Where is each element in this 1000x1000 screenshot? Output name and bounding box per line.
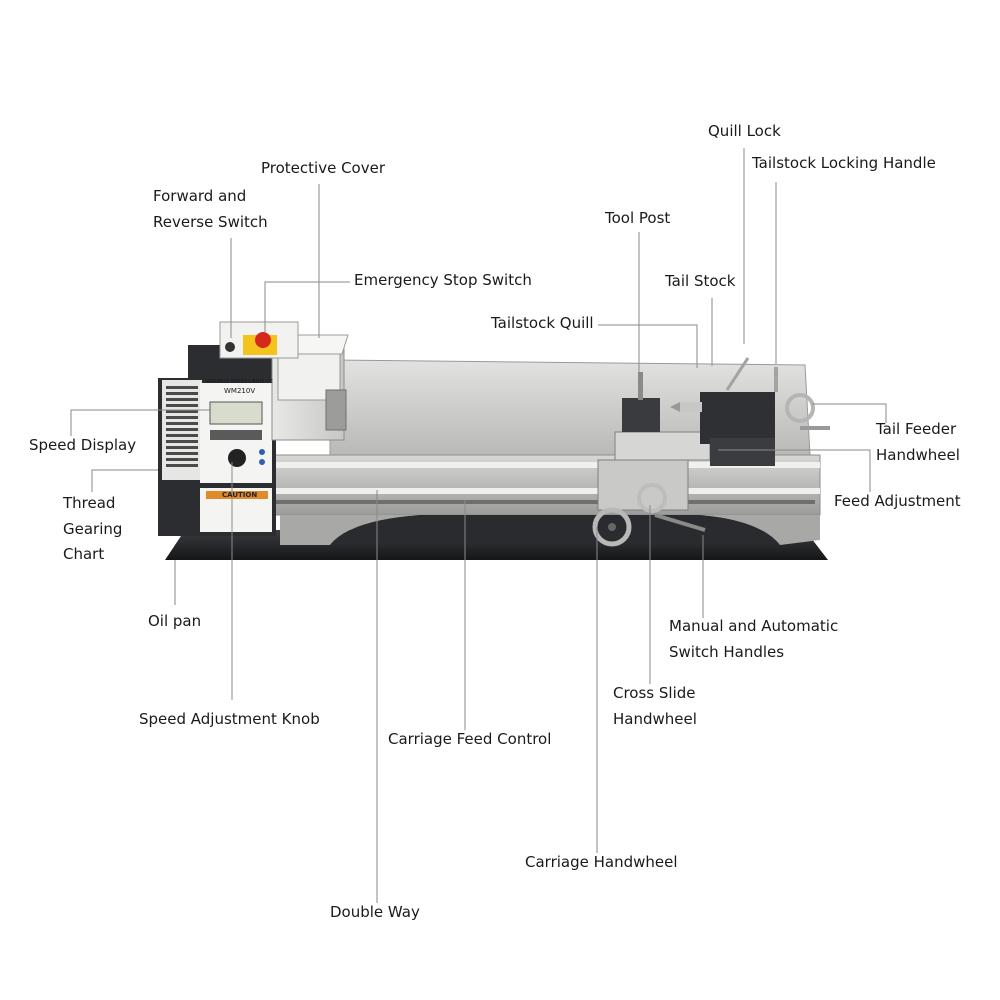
label-quill-lock: Quill Lock xyxy=(708,122,781,140)
label-speed-adjustment-knob: Speed Adjustment Knob xyxy=(139,710,320,728)
label-carriage-feed-control: Carriage Feed Control xyxy=(388,730,552,748)
caution-plate xyxy=(206,491,268,499)
label-tailstock-locking-handle: Tailstock Locking Handle xyxy=(752,154,936,172)
label-tail-feeder-line1: Tail Feeder xyxy=(876,420,957,438)
carriage xyxy=(597,459,689,511)
label-cross-slide-line2: Handwheel xyxy=(613,710,697,728)
tail-feeder-handwheel-shape xyxy=(785,393,815,423)
label-cross-slide-line1: Cross Slide xyxy=(613,684,696,702)
label-forward-reverse-line2: Reverse Switch xyxy=(153,213,268,231)
label-manual-auto-line2: Switch Handles xyxy=(669,643,785,661)
panel-title-text: VARIABLE SPEED LATHE CE xyxy=(205,379,273,385)
carriage-handwheel-shape xyxy=(592,507,632,547)
model-text: WM210V xyxy=(224,387,256,395)
cross-slide-handwheel-shape xyxy=(637,483,667,513)
speed-knob xyxy=(228,449,246,467)
label-protective-cover: Protective Cover xyxy=(261,159,385,177)
tool-post-block xyxy=(622,398,660,432)
label-speed-display: Speed Display xyxy=(29,436,137,454)
label-thread-line3: Chart xyxy=(63,545,105,563)
tailstock-body xyxy=(700,392,775,444)
caution-text: CAUTION xyxy=(222,491,258,499)
label-emergency-stop-switch: Emergency Stop Switch xyxy=(354,271,532,289)
label-tail-feeder-line2: Handwheel xyxy=(876,446,960,464)
leader-lines xyxy=(70,148,887,903)
label-tail-stock: Tail Stock xyxy=(665,272,736,290)
label-thread-line2: Gearing xyxy=(63,520,123,538)
label-carriage-handwheel: Carriage Handwheel xyxy=(525,853,678,871)
speed-display-screen xyxy=(209,401,263,425)
label-tailstock-quill: Tailstock Quill xyxy=(491,314,594,332)
label-thread-line1: Thread xyxy=(63,494,116,512)
label-manual-auto-line1: Manual and Automatic xyxy=(669,617,839,635)
emergency-stop-button xyxy=(255,332,271,348)
label-oil-pan: Oil pan xyxy=(148,612,202,630)
label-feed-adjustment: Feed Adjustment xyxy=(834,492,961,510)
label-double-way: Double Way xyxy=(330,903,420,921)
label-forward-reverse-line1: Forward and xyxy=(153,187,247,205)
label-tool-post: Tool Post xyxy=(605,209,671,227)
bed-legs xyxy=(280,515,820,545)
